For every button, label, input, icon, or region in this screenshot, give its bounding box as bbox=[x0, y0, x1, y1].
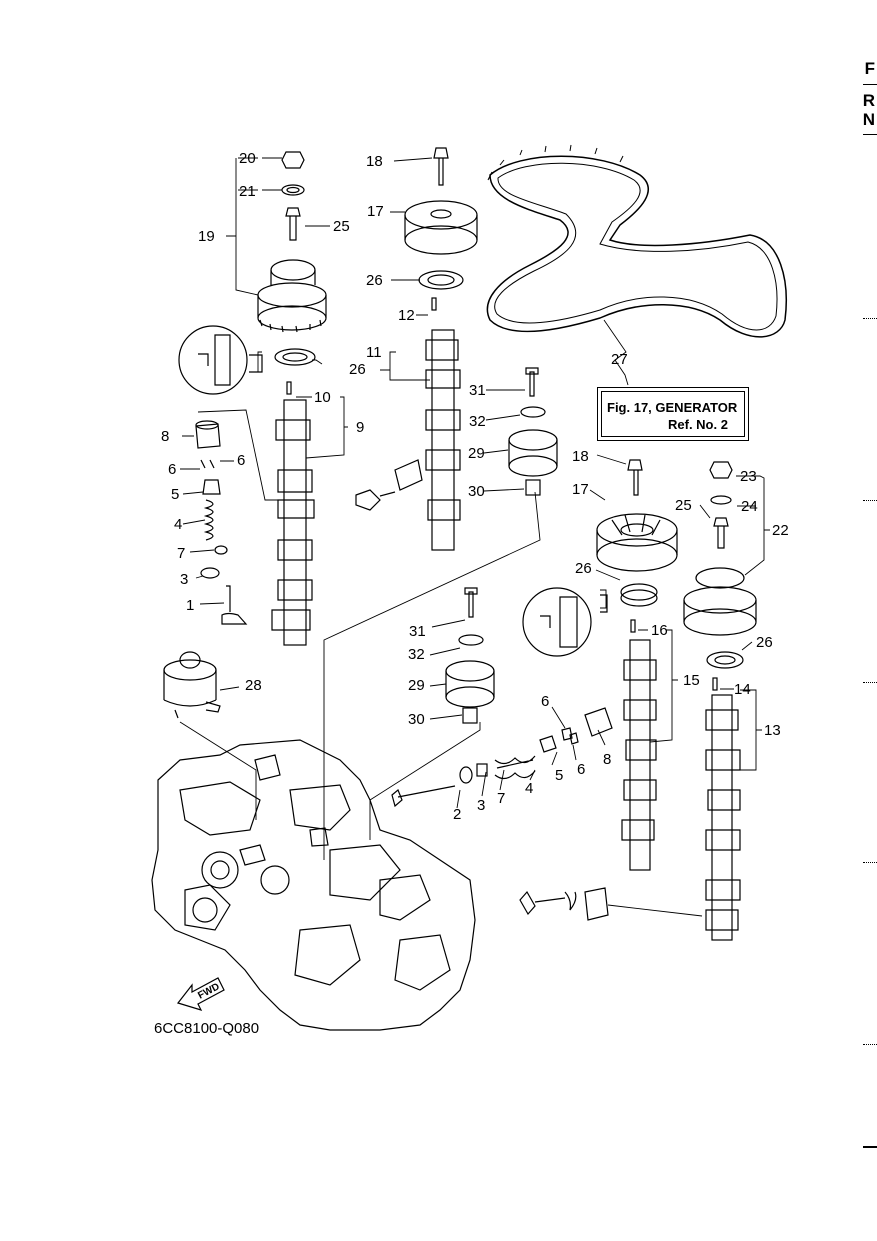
reference-box-line1: Fig. 17, GENERATOR bbox=[607, 400, 738, 415]
callout-19: 19 bbox=[198, 228, 215, 245]
edge-tab-letter-r: R bbox=[862, 91, 875, 110]
callout-26: 26 bbox=[756, 634, 773, 651]
callout-24: 24 bbox=[741, 498, 758, 515]
margin-tick bbox=[863, 318, 877, 319]
tensioner-lower bbox=[445, 587, 495, 724]
callout-2: 2 bbox=[453, 806, 462, 823]
sprocket-assembly-left bbox=[257, 151, 327, 366]
callout-26: 26 bbox=[575, 560, 592, 577]
callout-7: 7 bbox=[177, 545, 186, 562]
callout-9: 9 bbox=[356, 419, 365, 436]
edge-tab-letter-f: F bbox=[864, 59, 875, 78]
callout-4: 4 bbox=[174, 516, 183, 533]
callout-6: 6 bbox=[237, 452, 246, 469]
reference-box-inner-border bbox=[601, 391, 745, 437]
callout-26: 26 bbox=[349, 361, 366, 378]
callout-3: 3 bbox=[477, 797, 486, 814]
margin-tick bbox=[863, 682, 877, 683]
callout-14: 14 bbox=[734, 681, 751, 698]
valve-parts-lower bbox=[391, 707, 613, 921]
callout-21: 21 bbox=[239, 183, 256, 200]
margin-rule bbox=[863, 1146, 877, 1148]
callout-5: 5 bbox=[555, 767, 564, 784]
callout-6: 6 bbox=[541, 693, 550, 710]
callout-8: 8 bbox=[161, 428, 170, 445]
leader-lines bbox=[179, 157, 770, 917]
callout-16: 16 bbox=[651, 622, 668, 639]
timing-belt bbox=[486, 144, 787, 338]
callout-32: 32 bbox=[469, 413, 486, 430]
camshaft-right-inner bbox=[621, 619, 657, 871]
edge-tab-rule bbox=[863, 84, 877, 85]
margin-tick bbox=[863, 1044, 877, 1045]
callout-5: 5 bbox=[171, 486, 180, 503]
engine-block bbox=[151, 739, 476, 1031]
callout-11: 11 bbox=[366, 344, 382, 361]
callout-15: 15 bbox=[683, 672, 700, 689]
callout-1: 1 bbox=[186, 597, 195, 614]
camshaft-right-outer bbox=[705, 677, 741, 941]
callout-25: 25 bbox=[333, 218, 350, 235]
callout-31: 31 bbox=[469, 382, 486, 399]
callout-32: 32 bbox=[408, 646, 425, 663]
edge-tab-letter-n: N bbox=[862, 110, 875, 129]
callout-26: 26 bbox=[366, 272, 383, 289]
callout-6: 6 bbox=[577, 761, 586, 778]
callout-29: 29 bbox=[408, 677, 425, 694]
sprocket-assembly-center bbox=[404, 147, 478, 311]
callout-31: 31 bbox=[409, 623, 426, 640]
callout-28: 28 bbox=[245, 677, 262, 694]
camshaft-left bbox=[271, 381, 315, 646]
fwd-arrow-icon bbox=[176, 977, 225, 1011]
callout-4: 4 bbox=[525, 780, 534, 797]
callout-23: 23 bbox=[740, 468, 757, 485]
margin-tick bbox=[863, 862, 877, 863]
sprocket-assembly-right bbox=[596, 459, 757, 669]
camshaft-center bbox=[355, 329, 461, 551]
callout-27: 27 bbox=[611, 351, 628, 368]
edge-tab-rule bbox=[863, 134, 877, 135]
callout-18: 18 bbox=[572, 448, 589, 465]
tensioner-center bbox=[508, 367, 558, 496]
callout-20: 20 bbox=[239, 150, 256, 167]
reference-box: Fig. 17, GENERATOR Ref. No. 2 bbox=[597, 387, 749, 441]
callout-17: 17 bbox=[367, 203, 384, 220]
callout-8: 8 bbox=[603, 751, 612, 768]
callout-13: 13 bbox=[764, 722, 781, 739]
callout-30: 30 bbox=[468, 483, 485, 500]
callout-30: 30 bbox=[408, 711, 425, 728]
tensioner-28 bbox=[163, 651, 221, 719]
figure-id: 6CC8100-Q080 bbox=[154, 1020, 260, 1037]
detail-circle-right bbox=[522, 587, 608, 657]
callout-3: 3 bbox=[180, 571, 189, 588]
detail-circle-left bbox=[178, 325, 263, 395]
margin-tick bbox=[863, 500, 877, 501]
callout-10: 10 bbox=[314, 389, 331, 406]
callout-6: 6 bbox=[168, 461, 177, 478]
callout-18: 18 bbox=[366, 153, 383, 170]
callout-22: 22 bbox=[772, 522, 789, 539]
callout-17: 17 bbox=[572, 481, 589, 498]
callout-12: 12 bbox=[398, 307, 415, 324]
callout-25: 25 bbox=[675, 497, 692, 514]
callout-7: 7 bbox=[497, 790, 506, 807]
reference-box-line2: Ref. No. 2 bbox=[668, 417, 728, 432]
valve-parts-left bbox=[195, 420, 248, 625]
callout-29: 29 bbox=[468, 445, 485, 462]
